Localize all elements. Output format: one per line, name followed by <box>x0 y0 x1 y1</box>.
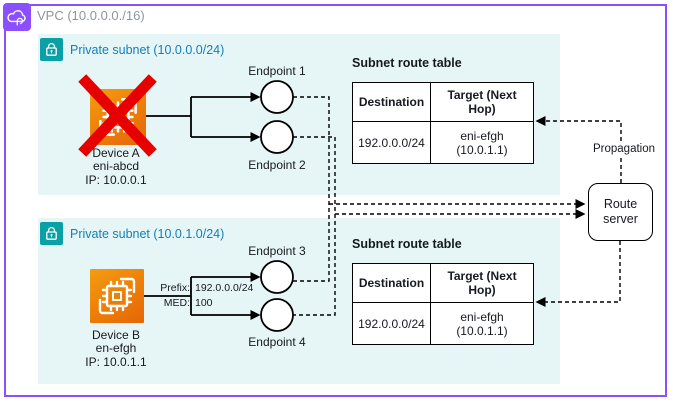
med-value: 100 <box>195 297 213 309</box>
route-table-1: Destination Target (Next Hop) 192.0.0.0/… <box>352 82 534 164</box>
advertised-med: MED: 100 <box>157 297 213 309</box>
endpoint-4-label: Endpoint 4 <box>248 335 306 349</box>
endpoint-2-label: Endpoint 2 <box>248 158 306 172</box>
device-a-caption: Device A eni-abcd IP: 10.0.0.1 <box>58 146 174 187</box>
subnet-2-label: Private subnet (10.0.1.0/24) <box>70 227 225 241</box>
private-subnet-lock-icon <box>40 38 63 61</box>
device-a-name: Device A <box>92 146 140 160</box>
med-label: MED: <box>163 297 190 309</box>
advertised-prefix: Prefix: 192.0.0.0/24 <box>157 282 253 294</box>
subnet-1-label: Private subnet (10.0.0.0/24) <box>70 43 225 57</box>
device-a-ip: IP: 10.0.0.1 <box>85 172 147 187</box>
private-subnet-lock-icon <box>40 222 63 245</box>
device-b-ip: IP: 10.0.1.1 <box>85 354 147 369</box>
route-table-1-row-destination: 192.0.0.0/24 <box>353 122 431 163</box>
prefix-label: Prefix: <box>160 282 190 294</box>
route-table-1-row-target: eni-efgh (10.0.1.1) <box>456 128 508 157</box>
device-b-name: Device B <box>91 328 141 342</box>
device-b-interface: en-efgh <box>95 341 137 356</box>
prefix-value: 192.0.0.0/24 <box>195 282 254 294</box>
propagation-label: Propagation <box>590 143 658 155</box>
device-b-caption: Device B en-efgh IP: 10.0.1.1 <box>58 328 174 369</box>
route-table-2-row-destination: 192.0.0.0/24 <box>353 303 431 344</box>
route-table-2-header-destination: Destination <box>353 264 431 303</box>
endpoint-1-label: Endpoint 1 <box>248 64 306 78</box>
device-a-eni-icon <box>90 89 146 145</box>
device-a-interface: eni-abcd <box>92 159 140 174</box>
route-table-2-title: Subnet route table <box>352 237 462 251</box>
device-b-eni-icon <box>90 269 144 323</box>
route-table-2-header-target: Target (Next Hop) <box>431 264 533 303</box>
route-server-node: Route server <box>588 183 653 241</box>
vpc-label: VPC (10.0.0.0./16) <box>37 8 145 23</box>
vpc-cloud-icon <box>3 3 31 31</box>
route-table-1-header-destination: Destination <box>353 83 431 122</box>
vpc-container <box>4 4 667 397</box>
route-table-1-title: Subnet route table <box>352 56 462 70</box>
network-chip-icon <box>98 277 136 315</box>
network-chip-icon <box>99 98 137 136</box>
route-table-2: Destination Target (Next Hop) 192.0.0.0/… <box>352 263 534 345</box>
endpoint-3-label: Endpoint 3 <box>248 244 306 258</box>
route-table-1-header-target: Target (Next Hop) <box>431 83 533 122</box>
route-table-2-row-target: eni-efgh (10.0.1.1) <box>456 309 508 338</box>
